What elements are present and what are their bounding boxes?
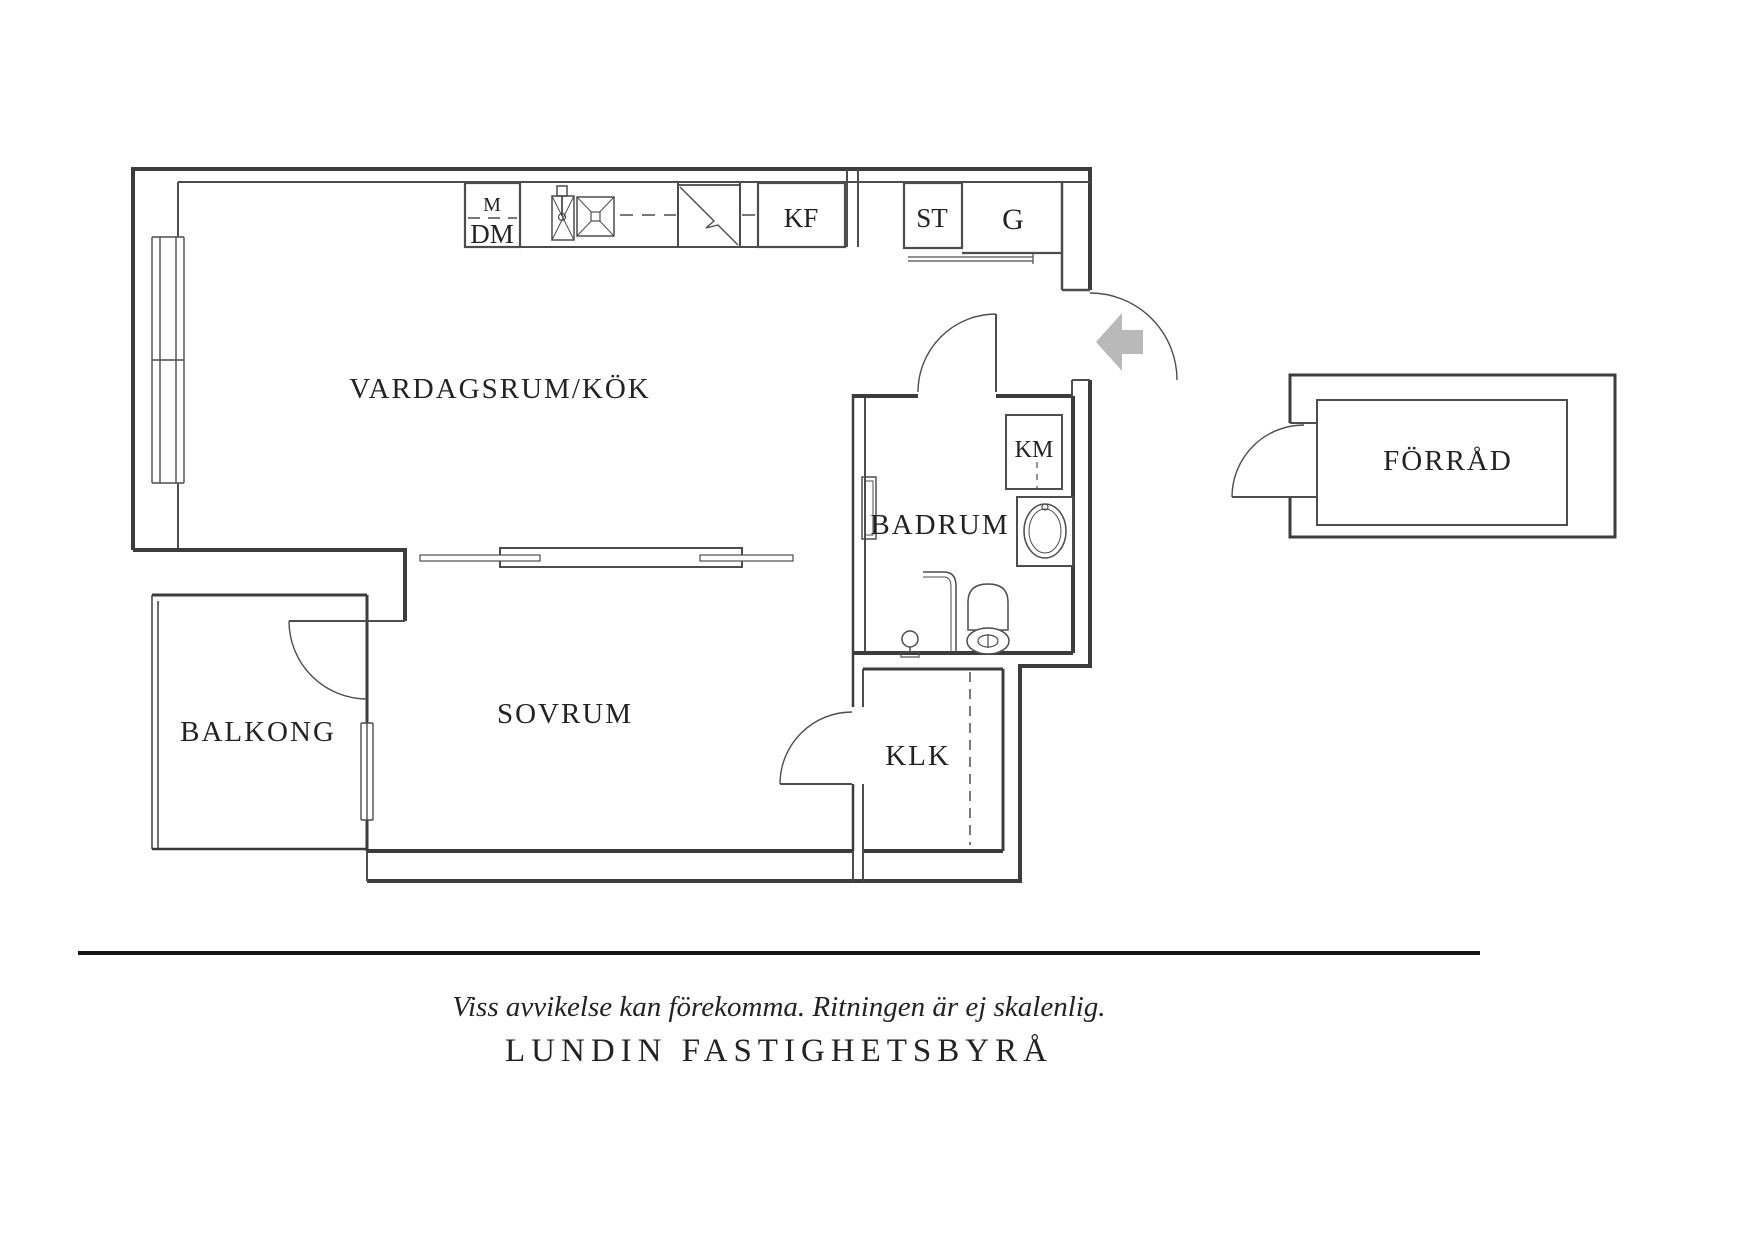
klk-walls: [863, 667, 1005, 851]
bathroom-sink-icon: [1016, 496, 1074, 567]
label-micro: M: [483, 194, 501, 216]
footer-brand: LUNDIN FASTIGHETSBYRÅ: [505, 1032, 1053, 1069]
label-wardrobe: G: [1002, 203, 1024, 236]
sliding-door-divider: [419, 547, 794, 568]
klk-door: [779, 711, 853, 785]
entry-arrow-icon: [1096, 313, 1143, 371]
room-label-bathroom: BADRUM: [870, 509, 1009, 541]
footer: Viss avvikelse kan förekomma. Ritningen …: [78, 951, 1480, 1069]
living-room-window: [151, 236, 185, 484]
floor-drain-icon: [900, 630, 920, 658]
label-fridge-freezer: KF: [784, 203, 819, 233]
shower-rail-icon: [923, 571, 957, 653]
bathroom-door: [917, 313, 997, 393]
footer-divider: [78, 951, 1480, 955]
washing-machine-icon: [1005, 414, 1063, 490]
fridge-freezer-box: [756, 181, 847, 249]
balcony-door: [288, 620, 405, 700]
appliance-labels: M DM KF ST G KM: [470, 194, 1053, 463]
room-label-storage: FÖRRÅD: [1383, 445, 1513, 477]
bedroom-window: [360, 722, 374, 821]
towel-radiator-icon: [861, 476, 877, 540]
room-label-bedroom: SOVRUM: [497, 698, 633, 730]
room-label-balcony: BALKONG: [180, 716, 336, 748]
storage-unit: [1231, 373, 1617, 539]
entrance-door: [1089, 292, 1178, 381]
label-dishwasher: DM: [470, 219, 514, 249]
balcony-structure: [151, 593, 369, 881]
hall-closets: [902, 181, 1090, 292]
room-label-living: VARDAGSRUM/KÖK: [349, 373, 650, 405]
room-labels: VARDAGSRUM/KÖK SOVRUM BADRUM BALKONG KLK…: [180, 373, 1513, 772]
kitchen-closet-wall: [846, 169, 859, 247]
label-cleaning-closet: ST: [916, 203, 948, 233]
bathroom-walls: [851, 379, 1090, 851]
label-washing-machine: KM: [1015, 437, 1054, 463]
bedroom-walls: [367, 849, 1003, 881]
toilet-icon: [966, 583, 1010, 655]
kitchen-sink-icon: [551, 185, 615, 241]
room-label-klk: KLK: [885, 740, 951, 772]
footer-disclaimer: Viss avvikelse kan förekomma. Ritningen …: [452, 991, 1105, 1023]
outer-walls: [131, 167, 1092, 883]
stove-icon: [677, 184, 741, 248]
